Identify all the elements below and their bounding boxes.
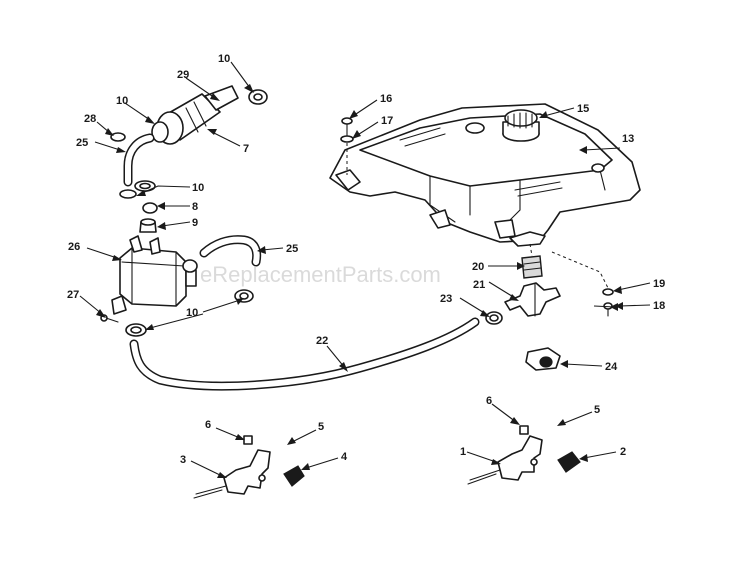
- callout-13: 13: [622, 133, 634, 145]
- callout-22: 22: [316, 335, 328, 347]
- fuel-filter: [151, 85, 239, 145]
- callout-25: 25: [76, 137, 88, 149]
- callout-29: 29: [177, 69, 189, 81]
- callout-23: 23: [440, 293, 452, 305]
- callout-20: 20: [472, 261, 484, 273]
- pump-clamps-10: [125, 289, 254, 337]
- callout-10: 10: [192, 182, 204, 194]
- callout-26: 26: [68, 241, 80, 253]
- fuel-pump: [111, 235, 198, 315]
- throttle-lever-right: [467, 425, 581, 485]
- fuel-tank: [329, 103, 641, 247]
- callout-10: 10: [186, 307, 198, 319]
- callout-6: 6: [486, 395, 492, 407]
- callout-8: 8: [192, 201, 198, 213]
- shutoff-valve: [504, 243, 561, 317]
- callout-5: 5: [594, 404, 600, 416]
- callout-10: 10: [218, 53, 230, 65]
- callout-21: 21: [473, 279, 485, 291]
- callout-4: 4: [341, 451, 348, 463]
- fuel-cap: [502, 109, 540, 142]
- watermark-text: eReplacementParts.com: [200, 262, 441, 287]
- callout-6: 6: [205, 419, 211, 431]
- callout-16: 16: [380, 93, 392, 105]
- callout-25: 25: [286, 243, 298, 255]
- callout-labels: 10 29 10 28 25 7 10 8 9 26 25 27 10 22 1…: [67, 53, 665, 466]
- leader-lines: [79, 61, 651, 478]
- tank-screw: [340, 117, 354, 175]
- callout-10: 10: [116, 95, 128, 107]
- hose-clamp-23: [485, 311, 503, 325]
- callout-2: 2: [620, 446, 626, 458]
- callout-1: 1: [460, 446, 466, 458]
- callout-28: 28: [84, 113, 96, 125]
- callout-9: 9: [192, 217, 198, 229]
- callout-19: 19: [653, 278, 665, 290]
- small-parts-stack: [110, 132, 158, 233]
- upper-hose-25: [123, 133, 155, 187]
- callout-17: 17: [381, 115, 393, 127]
- throttle-lever-left: [193, 435, 305, 499]
- filter-outlet-clamp: [248, 89, 268, 105]
- hose-clip-24: [525, 347, 561, 371]
- callout-24: 24: [605, 361, 618, 373]
- callout-7: 7: [243, 143, 249, 155]
- callout-3: 3: [180, 454, 186, 466]
- fuel-line-hose: [129, 317, 480, 391]
- pump-right-hose-25: [199, 235, 262, 267]
- callout-27: 27: [67, 289, 79, 301]
- callout-5: 5: [318, 421, 324, 433]
- callout-18: 18: [653, 300, 665, 312]
- callout-15: 15: [577, 103, 589, 115]
